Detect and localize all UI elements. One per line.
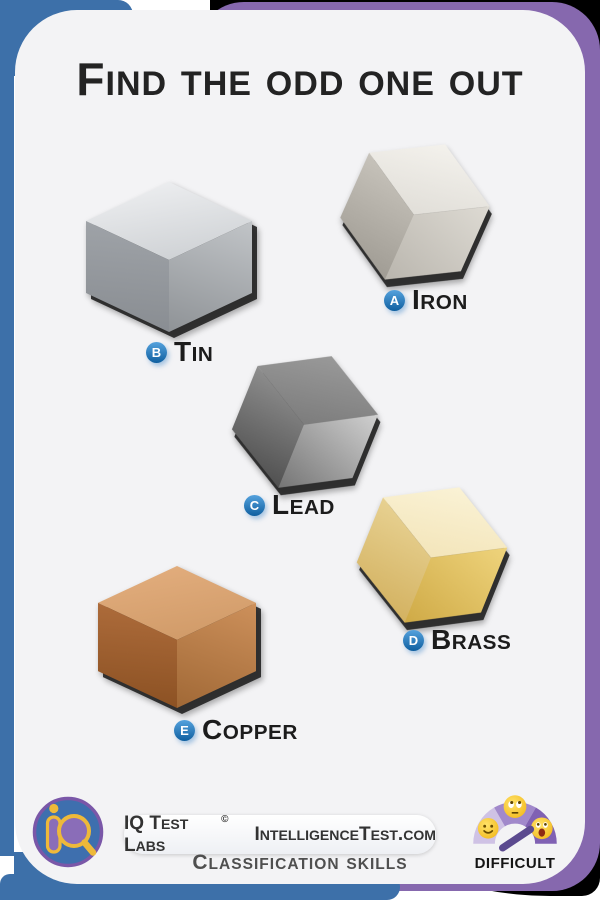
page-title: FIND THE ODD ONE OUT xyxy=(76,53,524,105)
option-badge-a[interactable]: A xyxy=(384,289,405,311)
difficulty-gauge-icon xyxy=(473,795,557,852)
frame-blue-left xyxy=(0,0,14,856)
shocked-face-icon xyxy=(530,817,553,840)
copyright-symbol: © xyxy=(221,813,229,825)
website-link[interactable]: INTELLIGENCETEST.COM xyxy=(254,823,436,845)
option-tin: B TIN xyxy=(146,336,213,368)
option-badge-e[interactable]: E xyxy=(174,719,195,741)
option-badge-c[interactable]: C xyxy=(244,494,265,516)
gauge-needle xyxy=(499,825,535,852)
difficulty-label: Difficult xyxy=(474,855,556,872)
option-lead: C LEAD xyxy=(244,489,335,521)
cube-tin[interactable] xyxy=(86,182,257,338)
option-name-tin: TIN xyxy=(174,336,214,367)
happy-face-icon xyxy=(477,817,499,839)
brand-name: IQ TEST LABS xyxy=(124,812,189,856)
skeptical-face-icon xyxy=(503,795,527,818)
option-name-lead: LEAD xyxy=(272,489,335,520)
brand-name-wrap[interactable]: IQ TEST LABS © xyxy=(124,813,228,857)
iq-test-labs-logo-icon[interactable] xyxy=(31,795,105,869)
option-name-brass: BRASS xyxy=(431,624,512,655)
option-brass: D BRASS xyxy=(403,624,511,656)
magnifier-handle-icon xyxy=(81,839,97,856)
option-badge-b[interactable]: B xyxy=(146,341,167,363)
option-badge-d[interactable]: D xyxy=(403,629,424,651)
category-label: CLASSIFICATION SKILLS xyxy=(192,851,408,874)
brand-pill: IQ TEST LABS © INTELLIGENCETEST.COM xyxy=(124,813,436,857)
magnifier-lens-icon xyxy=(57,814,91,848)
option-copper: E COPPER xyxy=(174,714,298,746)
logo-i-dot xyxy=(49,803,59,814)
option-name-iron: IRON xyxy=(412,284,468,315)
option-name-copper: COPPER xyxy=(202,714,298,745)
option-iron: A IRON xyxy=(384,284,468,316)
cube-copper[interactable] xyxy=(98,566,261,714)
